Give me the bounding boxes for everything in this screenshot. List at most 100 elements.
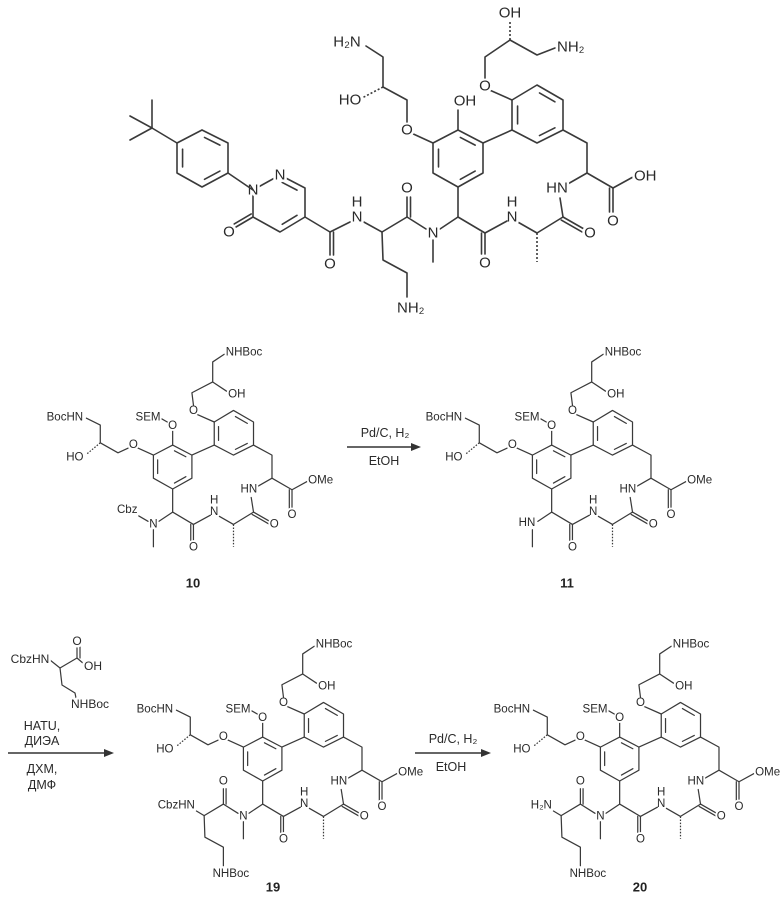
- hydroxyl-label: OH: [499, 5, 522, 22]
- sem-ether-oxygen: O: [168, 420, 177, 432]
- compound-10-structure: OOMeHNONHOOSEMOOHOBocHNOHNHBocNCbz: [47, 347, 334, 554]
- bond: [256, 478, 272, 487]
- reaction-2-reagent-1: HATU,: [24, 719, 61, 733]
- bond: [192, 354, 224, 405]
- pyridazinone-nitrogen-2: N: [275, 167, 286, 184]
- sem-ether-oxygen: O: [615, 712, 624, 724]
- hydroxyl-label: OH: [675, 680, 692, 692]
- amide-nh-label: HN: [688, 776, 705, 788]
- amide-hydrogen: H: [352, 194, 363, 211]
- bond: [272, 478, 292, 490]
- bond: [283, 807, 300, 816]
- ether-oxygen: O: [129, 439, 138, 451]
- amide-nitrogen: N: [657, 798, 665, 810]
- n-methyl-nitrogen: N: [239, 810, 247, 822]
- bond: [130, 116, 152, 128]
- ether-oxygen: O: [508, 439, 517, 451]
- ether-oxygen: O: [479, 78, 491, 95]
- bond: [307, 807, 323, 816]
- bond: [635, 478, 651, 487]
- bond: [233, 512, 253, 524]
- compound-number-19: 19: [266, 880, 280, 895]
- bond: [613, 177, 633, 188]
- bond: [433, 130, 483, 187]
- amide-hydrogen: H: [507, 194, 518, 211]
- bond: [204, 816, 223, 866]
- bond: [330, 222, 350, 232]
- bond: [305, 217, 330, 232]
- bond: [162, 419, 167, 422]
- bond: [176, 735, 190, 747]
- bond: [680, 804, 700, 816]
- bond: [382, 232, 407, 297]
- boc-amine-label: NHBoc: [226, 347, 263, 359]
- bond: [86, 443, 100, 455]
- bond: [193, 515, 210, 524]
- bond: [593, 410, 632, 455]
- bond: [572, 515, 589, 524]
- reagent-boc-amine-label: NHBoc: [71, 697, 109, 711]
- sem-protecting-group-label: SEM: [583, 703, 608, 715]
- bond: [254, 445, 272, 478]
- reaction-1-conditions-below: EtOH: [369, 454, 400, 468]
- bond: [192, 445, 214, 455]
- n-methyl-nitrogen: N: [149, 518, 157, 530]
- sem-protecting-group-label: SEM: [226, 703, 251, 715]
- ester-carbonyl-oxygen: O: [607, 213, 619, 230]
- bond: [537, 217, 563, 233]
- bond: [362, 221, 382, 232]
- bond: [612, 512, 632, 524]
- boc-amine-label: BocHN: [494, 703, 531, 715]
- bond: [249, 804, 263, 813]
- bond: [533, 735, 547, 747]
- bond: [561, 804, 580, 816]
- boc-amine-label: NHBoc: [605, 347, 642, 359]
- methyl-ester-label: OMe: [755, 767, 780, 779]
- bond: [159, 512, 173, 521]
- amide-oxygen: O: [584, 225, 596, 242]
- hydroxyl-label: HO: [339, 92, 362, 109]
- amide-hydrogen: H: [300, 787, 308, 799]
- amide-oxygen: O: [568, 542, 577, 554]
- amide-oxygen: O: [219, 776, 228, 788]
- amide-nh-label: HN: [546, 180, 568, 197]
- compound-11-structure: OOMeHNONHOOSEMOOHOBocHNOHNHBocHN: [426, 347, 713, 554]
- amide-nh-label: HN: [331, 776, 348, 788]
- free-amine-label: H₂N: [531, 800, 552, 812]
- bond: [341, 789, 343, 804]
- compound-20-structure: OOMeHNONHOOSEMOOHOBocHNOHNHBocNOH₂NNHBoc: [494, 639, 780, 880]
- bond: [485, 221, 507, 233]
- bond: [282, 646, 314, 697]
- bond: [253, 175, 305, 232]
- bond: [600, 737, 639, 781]
- bond: [553, 811, 561, 816]
- amide-nitrogen: N: [589, 506, 597, 518]
- ester-carbonyl-oxygen: O: [735, 801, 744, 813]
- cbz-protecting-group-label: Cbz: [117, 504, 138, 516]
- boc-amine-label: NHBoc: [213, 868, 250, 880]
- pyridazinone-oxygen: O: [223, 224, 235, 241]
- bond: [217, 515, 233, 524]
- bond: [739, 773, 754, 781]
- hydroxyl-label: HO: [156, 743, 173, 755]
- bond: [214, 410, 253, 455]
- reaction-3-conditions-below: EtOH: [436, 760, 467, 774]
- sem-protecting-group-label: SEM: [136, 411, 161, 423]
- boc-amine-label: BocHN: [426, 411, 463, 423]
- bond: [196, 811, 204, 816]
- reagent-acid-hydroxyl: OH: [84, 659, 102, 673]
- bond: [213, 382, 227, 391]
- amide-nitrogen: N: [300, 798, 308, 810]
- bond: [560, 198, 563, 217]
- amide-oxygen: O: [279, 834, 288, 846]
- amide-oxygen: O: [189, 542, 198, 554]
- amide-nitrogen: N: [507, 209, 518, 226]
- amide-oxygen: O: [360, 810, 369, 822]
- reaction-2-reagent-2: ДИЭА: [25, 734, 60, 748]
- bond: [596, 515, 612, 524]
- bond: [458, 187, 485, 233]
- bond: [620, 781, 641, 816]
- amine-label: NH₂: [397, 300, 425, 317]
- amide-nitrogen: N: [352, 209, 363, 226]
- bond: [633, 445, 651, 478]
